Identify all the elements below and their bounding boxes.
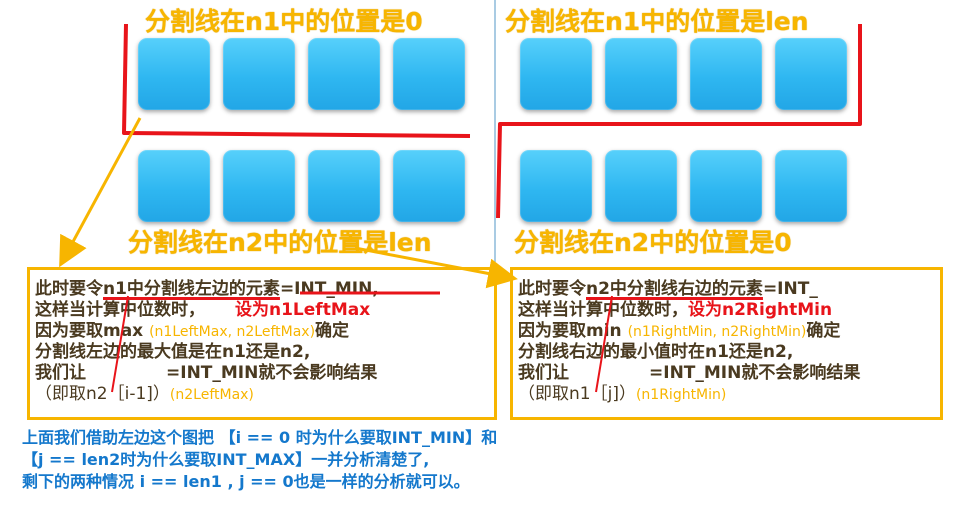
n2-element-tile — [308, 150, 380, 222]
text-fragment: 我们让 — [35, 363, 86, 383]
highlight-text: 设为n2RightMin — [688, 300, 833, 320]
orange-text: (n2LeftMax) — [169, 387, 254, 403]
right-box-line-5: 我们让 =INT_MIN就不会影响结果 — [518, 363, 860, 384]
left-box-line-1: 此时要令n1中分割线左边的元素=INT_MIN, — [35, 279, 379, 300]
n2-element-tile — [393, 150, 465, 222]
left-box-line-5: 我们让 =INT_MIN就不会影响结果 — [35, 363, 377, 384]
title-bottom-right: 分割线在n2中的位置是0 — [514, 228, 792, 257]
right-pointer-line — [595, 295, 613, 393]
n1-element-tile — [605, 38, 677, 110]
text-fragment: 此时要令 — [35, 279, 103, 299]
right-partition-line — [496, 24, 862, 219]
right-explanation-box — [510, 267, 943, 420]
underlined-text: n2中分割线右边的元素 — [586, 279, 763, 299]
n1-element-tile — [690, 38, 762, 110]
n2-element-tile — [223, 150, 295, 222]
text-fragment: =INT_MIN就不会影响结果 — [166, 363, 378, 383]
left-box-line-6: （即取n2［i-1]）(n2LeftMax) — [35, 384, 254, 406]
text-fragment: =INT_ — [762, 279, 818, 299]
text-fragment: 这样当计算中位数时， — [518, 300, 688, 320]
n1-element-tile — [138, 38, 210, 110]
text-fragment: （即取n1［j]） — [518, 384, 636, 404]
footer-line-3: 剩下的两种情况 i == len1 , j == 0也是一样的分析就可以。 — [22, 472, 470, 491]
text-fragment: （即取n2［i-1]） — [35, 384, 170, 404]
function-name: min — [586, 321, 622, 341]
n1-element-tile — [223, 38, 295, 110]
n1-element-tile — [308, 38, 380, 110]
text-fragment: 确定 — [806, 321, 841, 341]
footer-line-2: 【j == len2时为什么要取INT_MAX】一并分析清楚了, — [22, 450, 430, 469]
left-box-line-4: 分割线左边的最大值是在n1还是n2, — [35, 342, 311, 362]
text-fragment: 这样当计算中位数时， — [35, 300, 205, 320]
footer-line-1: 上面我们借助左边这个图把 【i == 0 时为什么要取INT_MIN】和 — [22, 428, 498, 447]
left-explanation-box — [27, 267, 497, 420]
n2-element-tile — [775, 150, 847, 222]
right-box-line-3: 因为要取min (n1RightMin, n2RightMin)确定 — [518, 321, 840, 343]
title-top-right: 分割线在n1中的位置是len — [505, 7, 809, 36]
orange-text: (n1RightMin) — [635, 387, 727, 403]
text-fragment: 此时要令 — [518, 279, 586, 299]
right-box-line-6: （即取n1［j]）(n1RightMin) — [518, 384, 726, 406]
n2-element-tile — [138, 150, 210, 222]
arrow-to-right-box — [354, 246, 518, 289]
n1-element-tile — [393, 38, 465, 110]
left-pointer-line — [111, 295, 129, 393]
text-fragment: 因为要取 — [35, 321, 103, 341]
arrow-to-left-box — [59, 117, 142, 268]
title-top-left: 分割线在n1中的位置是0 — [145, 7, 423, 36]
function-args: (n1LeftMax, n2LeftMax) — [149, 324, 316, 340]
right-box-line-1: 此时要令n2中分割线右边的元素=INT_ — [518, 279, 818, 300]
left-box-line-2: 这样当计算中位数时， 设为n1LeftMax — [35, 300, 370, 321]
text-fragment: =INT_MIN就不会影响结果 — [649, 363, 861, 383]
right-box-line-2: 这样当计算中位数时，设为n2RightMin — [518, 300, 832, 321]
right-box-line-4: 分割线右边的最小值时在n1还是n2, — [518, 342, 794, 362]
n2-element-tile — [690, 150, 762, 222]
left-partition-line — [122, 23, 471, 138]
text-fragment: 我们让 — [518, 363, 569, 383]
underlined-text: n1中分割线左边的元素 — [103, 279, 280, 299]
n2-element-tile — [605, 150, 677, 222]
text-fragment: 因为要取 — [518, 321, 586, 341]
n1-element-tile — [520, 38, 592, 110]
n2-element-tile — [520, 150, 592, 222]
panel-divider — [494, 0, 496, 262]
text-fragment: 确定 — [315, 321, 350, 341]
n1-element-tile — [775, 38, 847, 110]
highlight-text: 设为n1LeftMax — [235, 300, 371, 320]
function-args: (n1RightMin, n2RightMin) — [627, 324, 807, 340]
